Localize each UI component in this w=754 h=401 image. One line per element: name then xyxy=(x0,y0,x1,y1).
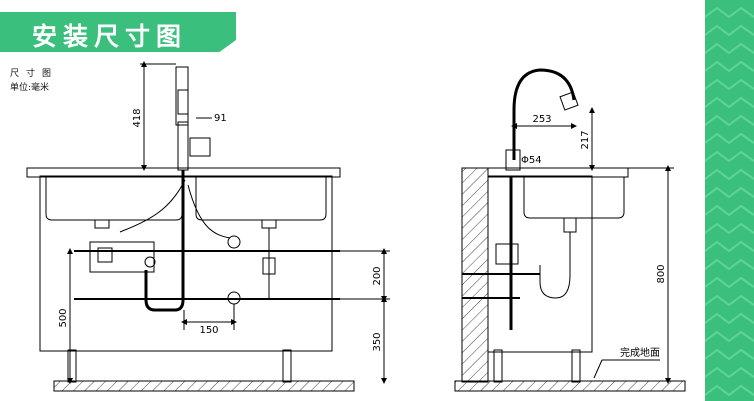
drain-side xyxy=(563,217,577,233)
sink-bowl-left xyxy=(45,177,183,221)
valve-connector xyxy=(144,256,156,268)
stripe-zigzag xyxy=(705,96,754,109)
countertop-side xyxy=(487,167,629,178)
dim-clearance-label: 217 xyxy=(580,130,591,149)
floor-leader xyxy=(593,359,603,379)
spray-head-side xyxy=(559,91,579,111)
supply-hose xyxy=(187,184,231,239)
title-banner xyxy=(0,12,236,52)
stripe-zigzag xyxy=(705,384,754,397)
cabinet-leg xyxy=(282,349,292,383)
floor-label: 完成地面 xyxy=(620,346,660,359)
stripe-zigzag xyxy=(705,114,754,127)
stripe-zigzag xyxy=(705,186,754,199)
dim-bottom-height-label: 350 xyxy=(372,332,383,351)
dim-left-height-label: 500 xyxy=(58,308,69,327)
drain-left xyxy=(94,219,110,229)
floor-hatch-right xyxy=(454,380,686,392)
pull-hose xyxy=(144,170,185,312)
drain-trap xyxy=(262,257,276,275)
stripe-zigzag xyxy=(705,168,754,181)
dim-lower-gap-label: 200 xyxy=(372,266,383,285)
stripe-zigzag xyxy=(705,258,754,271)
stripe-zigzag xyxy=(705,276,754,289)
dim-cross-offset-label: 150 xyxy=(199,325,218,336)
faucet-body xyxy=(177,121,189,171)
dim-reach-label: 253 xyxy=(532,114,551,125)
faucet-handle xyxy=(189,137,211,157)
stripe-zigzag xyxy=(705,78,754,91)
decorative-side-stripe xyxy=(705,0,754,401)
dim-total-height-label: 800 xyxy=(656,264,667,283)
floor-hatch-left xyxy=(53,380,355,392)
cabinet-leg xyxy=(67,349,77,383)
cabinet-body xyxy=(39,175,333,352)
spray-head xyxy=(177,89,189,115)
sink-bowl-side xyxy=(523,177,625,219)
stripe-zigzag xyxy=(705,24,754,37)
dim-head-width-label: 91 xyxy=(214,113,227,124)
cabinet-leg xyxy=(493,349,503,383)
mixing-valve xyxy=(89,241,155,273)
stripe-zigzag xyxy=(705,348,754,361)
stripe-zigzag xyxy=(705,240,754,253)
sink-bowl-right xyxy=(195,177,327,221)
stripe-zigzag xyxy=(705,60,754,73)
drain-right xyxy=(261,219,277,229)
stripe-zigzag xyxy=(705,204,754,217)
stripe-zigzag xyxy=(705,294,754,307)
stripe-zigzag xyxy=(705,366,754,379)
legend-block: 尺寸图 单位:毫米 xyxy=(10,66,58,93)
cabinet-leg xyxy=(571,349,581,383)
supply-hose xyxy=(119,179,186,233)
front-view xyxy=(26,61,390,392)
stripe-zigzag xyxy=(705,132,754,145)
valve-knob xyxy=(97,247,113,263)
gooseneck-spout xyxy=(512,68,576,160)
mixer-side xyxy=(495,243,519,265)
page-title: 安装尺寸图 xyxy=(32,22,188,51)
dim-hole-diameter-label: Φ54 xyxy=(521,155,542,166)
stripe-zigzag xyxy=(705,222,754,235)
legend-unit: 单位:毫米 xyxy=(10,83,50,93)
stripe-zigzag xyxy=(705,330,754,343)
p-trap xyxy=(539,265,571,299)
side-view xyxy=(454,68,686,392)
dim-spout-height-label: 418 xyxy=(132,108,143,127)
angle-valve-hot xyxy=(227,235,241,249)
faucet-base-side xyxy=(505,149,521,171)
stripe-zigzag xyxy=(705,42,754,55)
stripe-zigzag xyxy=(705,312,754,325)
stripe-zigzag xyxy=(705,6,754,19)
legend-title: 尺寸图 xyxy=(10,69,59,79)
stripe-zigzag xyxy=(705,150,754,163)
cabinet-side xyxy=(487,175,593,353)
